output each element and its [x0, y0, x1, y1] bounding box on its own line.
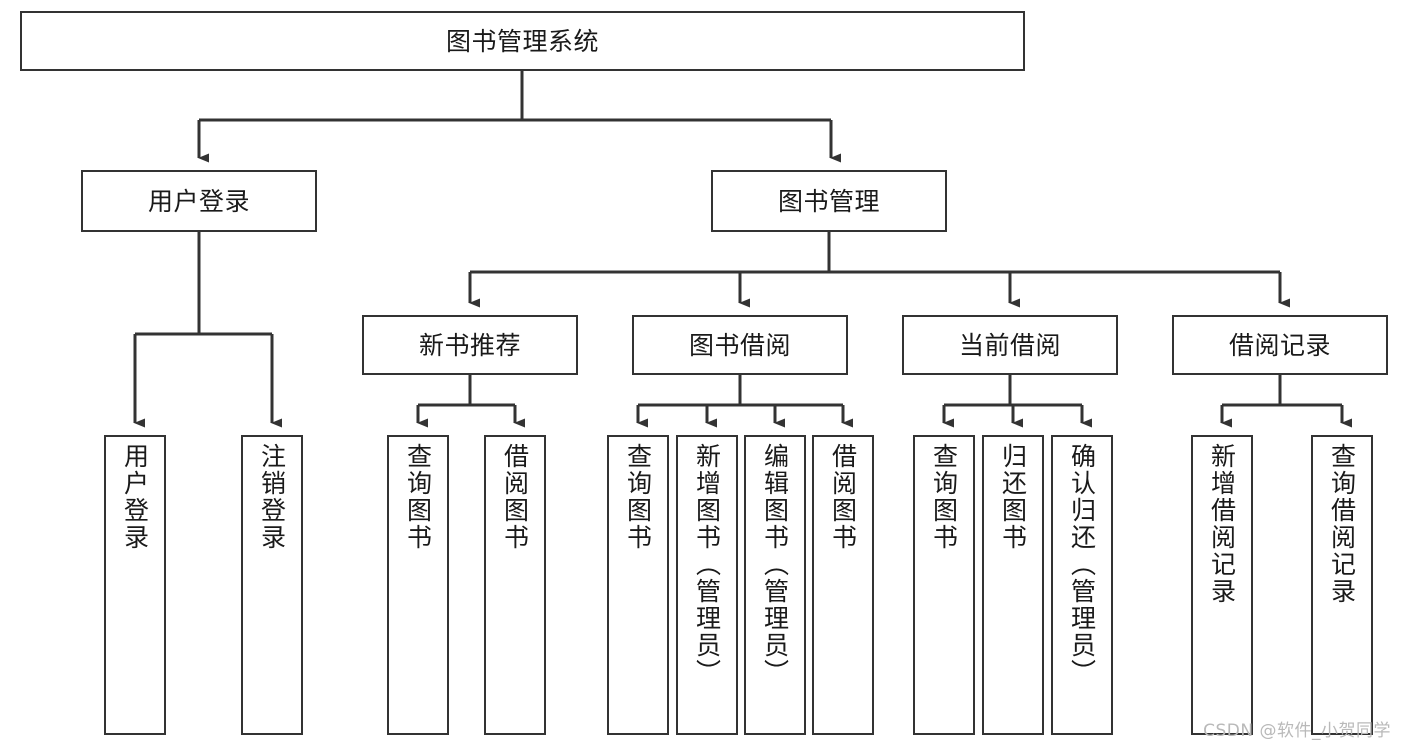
node-leaf-user-login[interactable]: 用户登录 — [104, 435, 166, 735]
node-label: 用户登录 — [147, 186, 250, 216]
node-label: 新增图书（管理员） — [692, 443, 722, 686]
node-label: 新增借阅记录 — [1207, 443, 1237, 605]
node-leaf-edit-book-admin[interactable]: 编辑图书（管理员） — [744, 435, 806, 735]
node-label: 查询图书 — [623, 443, 653, 551]
node-label: 查询借阅记录 — [1327, 443, 1357, 605]
node-label: 注销登录 — [257, 443, 287, 551]
node-current-borrowing[interactable]: 当前借阅 — [902, 315, 1118, 375]
node-label: 借阅图书 — [500, 443, 530, 551]
node-leaf-add-borrow-record[interactable]: 新增借阅记录 — [1191, 435, 1253, 735]
node-label: 图书借阅 — [688, 330, 791, 360]
node-leaf-borrow-book[interactable]: 借阅图书 — [812, 435, 874, 735]
node-borrowing-records[interactable]: 借阅记录 — [1172, 315, 1388, 375]
node-user-login[interactable]: 用户登录 — [81, 170, 317, 232]
node-label: 归还图书 — [998, 443, 1028, 551]
node-label: 查询图书 — [929, 443, 959, 551]
node-label: 确认归还（管理员） — [1067, 443, 1097, 686]
watermark-text: CSDN @软件_小贺同学 — [1203, 721, 1391, 741]
node-leaf-add-book-admin[interactable]: 新增图书（管理员） — [676, 435, 738, 735]
node-label: 图书管理系统 — [445, 26, 599, 56]
node-label: 借阅图书 — [828, 443, 858, 551]
node-new-book-recommendation[interactable]: 新书推荐 — [362, 315, 578, 375]
node-leaf-return-book[interactable]: 归还图书 — [982, 435, 1044, 735]
node-label: 图书管理 — [777, 186, 880, 216]
node-label: 用户登录 — [120, 443, 150, 551]
node-leaf-logout[interactable]: 注销登录 — [241, 435, 303, 735]
node-label: 当前借阅 — [958, 330, 1061, 360]
node-label: 编辑图书（管理员） — [760, 443, 790, 686]
node-leaf-query-book-recommend[interactable]: 查询图书 — [387, 435, 449, 735]
node-root-book-management-system[interactable]: 图书管理系统 — [20, 11, 1025, 71]
node-leaf-query-book-current[interactable]: 查询图书 — [913, 435, 975, 735]
node-book-borrowing[interactable]: 图书借阅 — [632, 315, 848, 375]
node-leaf-borrow-book-recommend[interactable]: 借阅图书 — [484, 435, 546, 735]
node-label: 借阅记录 — [1228, 330, 1331, 360]
node-label: 新书推荐 — [418, 330, 521, 360]
node-book-management[interactable]: 图书管理 — [711, 170, 947, 232]
node-label: 查询图书 — [403, 443, 433, 551]
node-leaf-query-borrow-record[interactable]: 查询借阅记录 — [1311, 435, 1373, 735]
node-leaf-confirm-return-admin[interactable]: 确认归还（管理员） — [1051, 435, 1113, 735]
node-leaf-query-book-borrow[interactable]: 查询图书 — [607, 435, 669, 735]
